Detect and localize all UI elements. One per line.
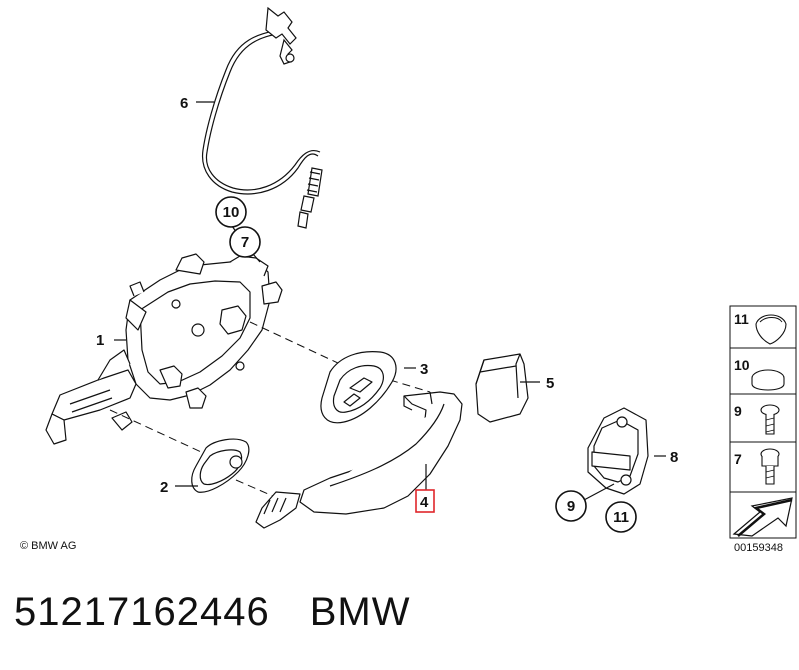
svg-text:9: 9 [567, 498, 575, 515]
svg-text:10: 10 [734, 357, 750, 373]
svg-text:10: 10 [223, 204, 240, 221]
svg-text:7: 7 [241, 234, 249, 251]
sidebar-item-11: 11 [734, 311, 787, 345]
brand-name: BMW [309, 590, 411, 634]
circled-callout-10: 10 [215, 196, 247, 228]
callout-8: 8 [670, 449, 678, 466]
svg-text:7: 7 [734, 451, 742, 467]
svg-text:11: 11 [613, 509, 629, 526]
small-parts-panel: 11 10 9 7 [729, 305, 797, 539]
circled-callout-7: 7 [229, 226, 261, 258]
callout-4: 4 [420, 494, 429, 511]
sidebar-item-10: 10 [734, 357, 785, 391]
callout-2: 2 [160, 479, 168, 496]
door-striker [587, 407, 649, 495]
copyright-label: © BMW AG [20, 540, 77, 552]
handle-carrier [45, 253, 283, 445]
drawing-number: 00159348 [734, 542, 783, 554]
bowden-cable [201, 6, 323, 229]
highlight-box [415, 489, 435, 513]
part-number: 51217162446 [14, 590, 270, 634]
circled-callout-11: 11 [605, 501, 637, 533]
callout-3: 3 [420, 361, 428, 378]
svg-text:11: 11 [734, 311, 749, 327]
sidebar-item-7: 7 [734, 448, 780, 485]
callout-5: 5 [546, 375, 554, 392]
handle-gasket [320, 351, 397, 424]
lock-cylinder-cap [475, 353, 529, 423]
part-footer: 51217162446 BMW [14, 590, 450, 635]
circled-callout-9: 9 [555, 490, 587, 522]
sidebar-item-9: 9 [734, 403, 780, 435]
callout-6: 6 [180, 95, 188, 112]
callout-1: 1 [96, 332, 104, 349]
handle-escutcheon [191, 438, 250, 493]
svg-text:9: 9 [734, 403, 742, 419]
outer-door-handle [255, 391, 463, 529]
direction-arrow-icon [732, 497, 793, 537]
